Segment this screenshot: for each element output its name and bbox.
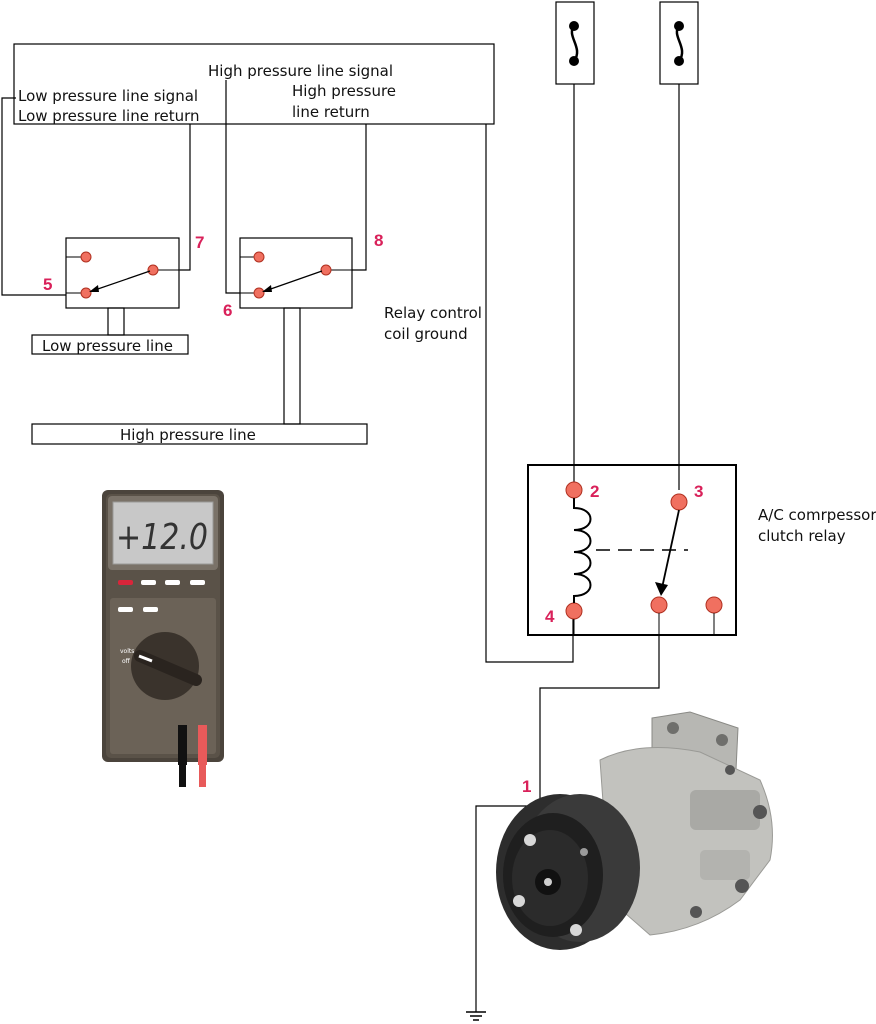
probe-red-icon <box>199 765 206 787</box>
wire-ground <box>475 805 540 1012</box>
label-relay-control-ground-1: Relay control <box>384 304 482 322</box>
multimeter-dial-volts: volts <box>120 648 134 655</box>
terminal-number-5: 5 <box>43 275 52 294</box>
relay-terminal-2 <box>565 481 583 499</box>
wire-low-signal <box>1 97 66 296</box>
label-relay-name-1: A/C comrpessor <box>758 506 876 524</box>
high-switch-terminal-8 <box>320 264 332 276</box>
ac-compressor-icon <box>496 711 773 950</box>
low-switch-terminal-5 <box>80 287 92 299</box>
ground-symbol-icon <box>466 1011 486 1021</box>
terminal-number-7: 7 <box>195 233 204 252</box>
wire-high-return <box>352 124 367 271</box>
terminal-number-1: 1 <box>522 777 531 796</box>
terminal-number-8: 8 <box>374 231 383 250</box>
clutch-relay-box <box>527 464 737 636</box>
multimeter-reading: +12.0 <box>116 517 208 558</box>
fuse-right-icon <box>659 1 699 85</box>
wire-high-signal <box>225 80 240 294</box>
relay-terminal-3 <box>670 493 688 511</box>
high-switch-terminal-top <box>253 251 265 263</box>
label-low-pressure-return: Low pressure line return <box>18 107 200 125</box>
multimeter-dial-off: off <box>122 658 131 665</box>
relay-switch-arm <box>661 509 680 589</box>
label-relay-control-ground-2: coil ground <box>384 325 468 343</box>
wire-relay-to-compressor <box>539 635 660 806</box>
high-switch-terminal-6 <box>253 287 265 299</box>
terminal-number-4: 4 <box>545 607 555 626</box>
relay-coil-icon <box>573 498 592 603</box>
relay-terminal-4 <box>565 602 583 620</box>
terminal-number-3: 3 <box>694 482 703 501</box>
low-switch-arrow <box>89 285 99 292</box>
label-high-pressure-line: High pressure line <box>120 426 256 444</box>
high-switch-stem <box>283 307 301 425</box>
multimeter-icon: +12.0 volts off <box>102 490 224 765</box>
label-low-pressure-signal: Low pressure line signal <box>18 87 198 105</box>
label-low-pressure-line: Low pressure line <box>42 337 173 355</box>
low-pressure-line-box <box>31 334 189 355</box>
label-high-pressure-return-1: High pressure <box>292 82 396 100</box>
fuse-left-icon <box>555 1 595 85</box>
wire-relay-ground <box>485 124 574 663</box>
low-switch-stem <box>107 307 125 336</box>
low-switch-terminal-top <box>80 251 92 263</box>
label-high-pressure-return-2: line return <box>292 103 370 121</box>
high-switch-arrow <box>262 285 272 292</box>
control-module-box <box>13 43 495 125</box>
low-switch-terminal-7 <box>147 264 159 276</box>
wire-low-return <box>180 124 191 271</box>
relay-terminal-output <box>650 596 668 614</box>
label-relay-name-2: clutch relay <box>758 527 846 545</box>
relay-terminal-unused <box>705 596 723 614</box>
terminal-number-6: 6 <box>223 301 232 320</box>
probe-black-icon <box>179 765 186 787</box>
high-pressure-line-box <box>31 423 368 445</box>
label-high-pressure-signal: High pressure line signal <box>208 62 393 80</box>
terminal-number-2: 2 <box>590 482 599 501</box>
relay-switch-arrow <box>655 582 668 596</box>
